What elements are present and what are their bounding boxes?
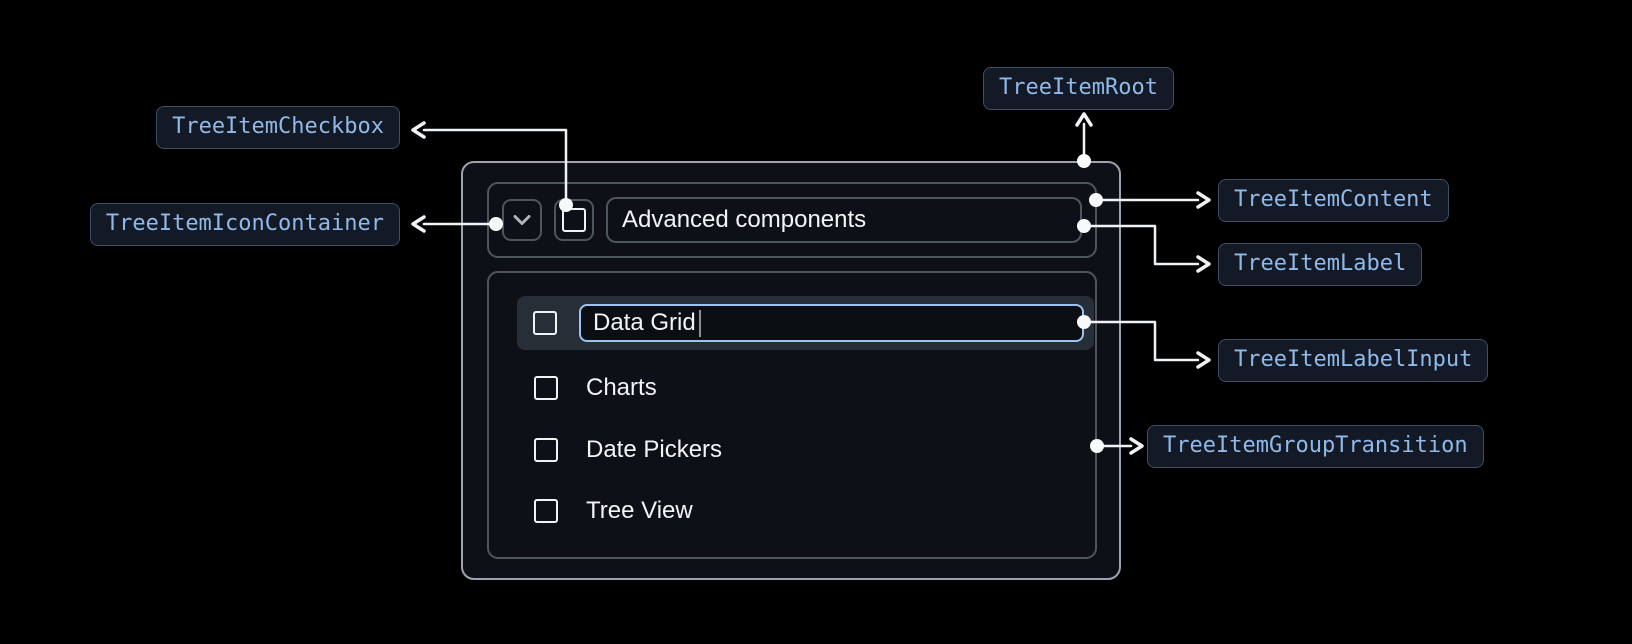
badge-tree-item-label-input: TreeItemLabelInput	[1218, 339, 1489, 382]
chevron-down-icon	[513, 215, 531, 225]
arrowhead-up-icon	[1075, 112, 1093, 127]
tree-item-checkbox[interactable]	[554, 199, 594, 241]
tree-item-row-editing[interactable]: Data Grid	[517, 296, 1094, 350]
arrowhead-left-icon	[411, 215, 426, 233]
tree-item-label-input[interactable]: Data Grid	[579, 304, 1084, 342]
arrowhead-left-icon	[411, 121, 426, 139]
tree-item-label-text: Tree View	[586, 497, 693, 524]
tree-item-label-text: Date Pickers	[586, 436, 723, 463]
tree-item-label: Advanced components	[606, 197, 1082, 243]
tree-item-icon-container[interactable]	[502, 199, 542, 241]
badge-tree-item-icon-container: TreeItemIconContainer	[89, 203, 400, 246]
arrowhead-right-icon	[1196, 191, 1211, 209]
label-input-value: Data Grid	[593, 309, 696, 336]
checkbox-unchecked-icon[interactable]	[533, 311, 557, 335]
badge-tree-item-label: TreeItemLabel	[1218, 243, 1423, 286]
badge-tree-item-checkbox: TreeItemCheckbox	[156, 106, 400, 149]
tree-item-root: Advanced components Data Grid Charts Dat…	[461, 161, 1121, 580]
tree-item-row[interactable]: Date Pickers	[517, 426, 722, 474]
arrowhead-right-icon	[1129, 437, 1144, 455]
badge-tree-item-group-transition: TreeItemGroupTransition	[1147, 425, 1484, 468]
tree-item-row[interactable]: Charts	[517, 364, 657, 412]
checkbox-unchecked-icon[interactable]	[534, 376, 558, 400]
arrowhead-right-icon	[1196, 255, 1211, 273]
text-cursor-caret	[698, 309, 701, 337]
parent-item-label: Advanced components	[622, 206, 867, 233]
badge-tree-item-root: TreeItemRoot	[983, 67, 1174, 110]
checkbox-unchecked-icon[interactable]	[534, 499, 558, 523]
checkbox-unchecked-icon	[562, 208, 586, 232]
tree-item-row[interactable]: Tree View	[517, 487, 693, 535]
checkbox-unchecked-icon[interactable]	[534, 438, 558, 462]
badge-tree-item-content: TreeItemContent	[1218, 179, 1449, 222]
arrowhead-right-icon	[1196, 351, 1211, 369]
tree-item-label-text: Charts	[586, 374, 657, 401]
tree-item-group-transition: Data Grid Charts Date Pickers Tree View	[487, 271, 1097, 559]
tree-item-content[interactable]: Advanced components	[487, 182, 1097, 258]
